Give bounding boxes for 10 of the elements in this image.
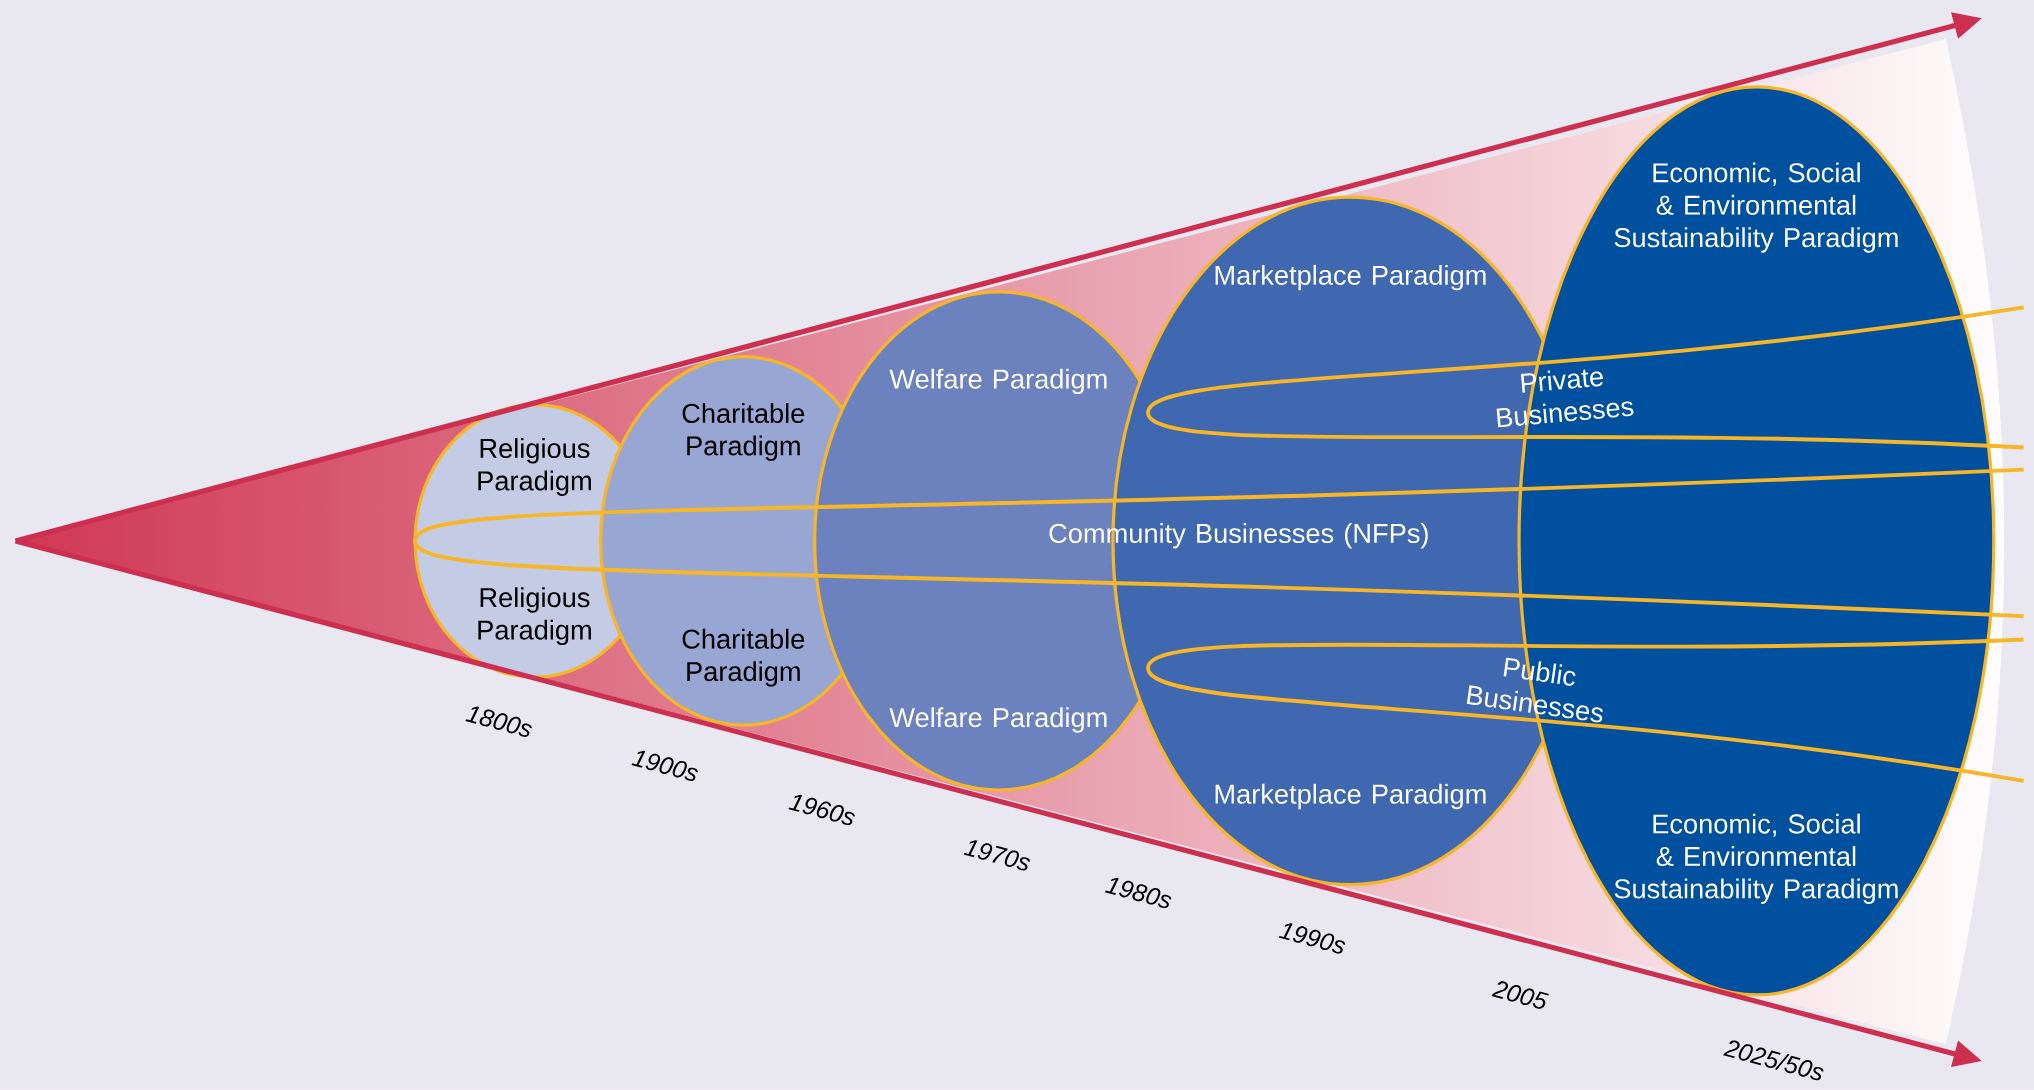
year-label: 2005 bbox=[1491, 981, 1550, 1009]
year-label: 1960s bbox=[788, 794, 855, 826]
year-label: 2025/50s bbox=[1723, 1040, 1824, 1081]
year-label: 1800s bbox=[465, 706, 532, 738]
sector-band: Private Businesses bbox=[1146, 305, 2024, 450]
year-label: 1900s bbox=[631, 750, 698, 782]
year-label: 1990s bbox=[1278, 923, 1346, 954]
year-label: 1970s bbox=[963, 840, 1030, 871]
year-label: 1980s bbox=[1104, 877, 1172, 909]
sector-band: Public Businesses bbox=[1146, 637, 2024, 783]
